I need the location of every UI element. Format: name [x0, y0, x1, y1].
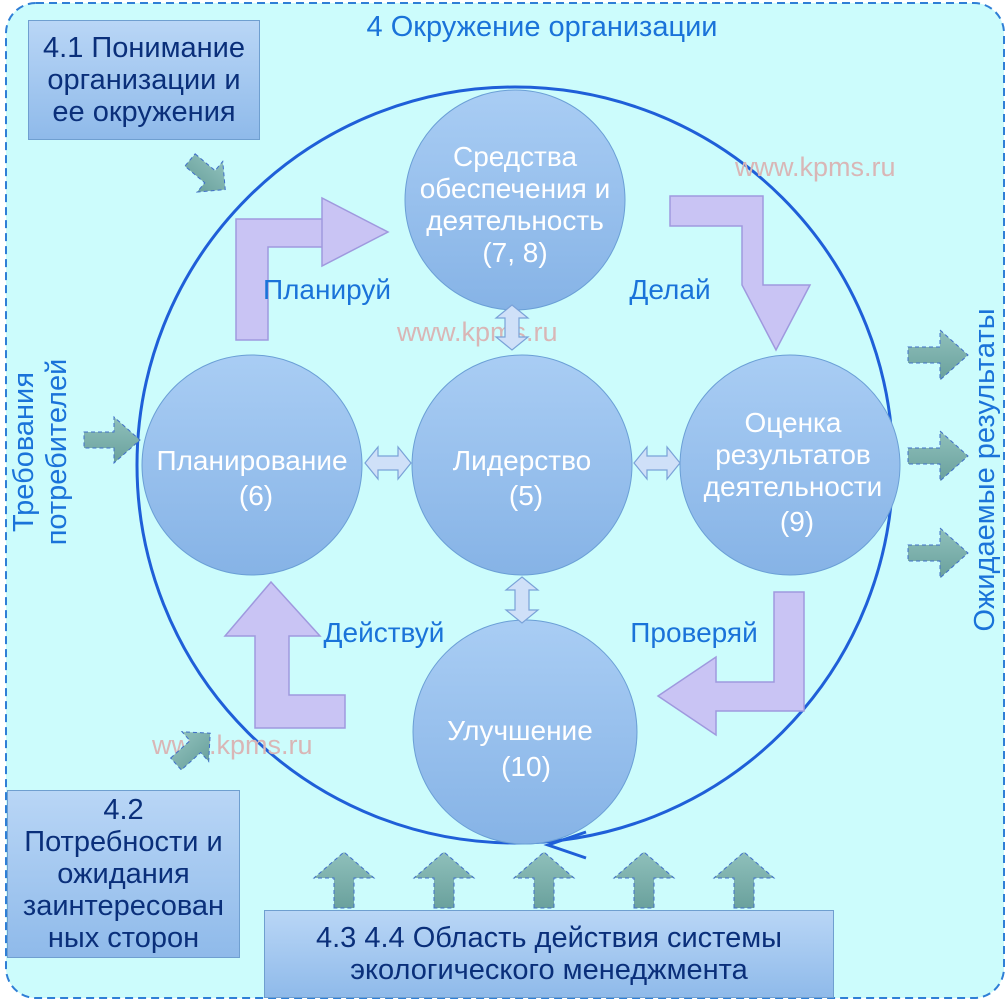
expected-results-label: Ожидаемые результаты: [969, 308, 1001, 631]
customer-requirements-label: Требования: [8, 372, 40, 532]
scope-arrow: [412, 851, 476, 909]
scope-text: экологического менеджмента: [350, 954, 748, 986]
understanding-text: 4.1 Понимание: [43, 32, 245, 64]
evaluation-text: деятельности: [704, 471, 883, 502]
act-label: Действуй: [324, 617, 445, 648]
scope-arrow: [712, 851, 776, 909]
evaluation-text: (9): [780, 506, 814, 537]
double-arrow-vertical: [504, 576, 540, 624]
scope-arrows: [312, 851, 776, 909]
planning-text: (6): [239, 480, 273, 511]
support-text: деятельность: [426, 205, 604, 236]
check-label: Проверяй: [630, 617, 757, 648]
support-text: Средства: [453, 141, 577, 172]
understanding-text: организации и: [47, 64, 241, 96]
scope-arrow: [612, 851, 676, 909]
do-arrow: [669, 195, 812, 352]
check-arrow: [656, 591, 805, 737]
stakeholder-arrow: [169, 731, 211, 771]
cycle-arrowhead: [543, 830, 587, 860]
needs-text: ожидания: [57, 858, 190, 890]
support-text: (7, 8): [482, 237, 547, 268]
scope-arrow: [312, 851, 376, 909]
leadership-text: (5): [509, 480, 543, 511]
planning-text: Планирование: [156, 445, 347, 476]
evaluation-circle: [679, 354, 901, 576]
output-arrow: [907, 526, 969, 580]
leadership-circle: [411, 354, 633, 576]
do-label: Делай: [629, 274, 710, 305]
watermark: www.kpms.ru: [734, 152, 896, 182]
plan-label: Планируй: [263, 274, 391, 305]
needs-text: 4.2: [103, 794, 144, 826]
evaluation-text: результатов: [715, 439, 871, 470]
double-arrow-horizontal: [364, 445, 412, 481]
double-arrow-horizontal: [633, 445, 681, 481]
input-arrow: [83, 415, 141, 465]
scope-text: 4.3 4.4 Область действия системы: [315, 922, 783, 954]
needs-text: ных сторон: [47, 922, 200, 954]
improvement-text: (10): [501, 751, 551, 782]
double-arrow-vertical: [494, 304, 530, 351]
support-text: обеспечения и: [420, 173, 611, 204]
output-arrow: [907, 429, 969, 483]
understanding-text: ее окружения: [52, 96, 236, 128]
act-arrow: [223, 580, 346, 729]
watermark: www.kpms.ru: [396, 317, 558, 347]
plan-arrow: [235, 196, 390, 341]
evaluation-text: Оценка: [745, 407, 842, 438]
planning-circle: [141, 354, 363, 576]
environment-title: 4 Окружение организации: [367, 11, 718, 43]
needs-text: Потребности и: [24, 826, 223, 858]
scope-arrow: [512, 851, 576, 909]
output-arrow: [907, 328, 969, 382]
improvement-text: Улучшение: [447, 715, 593, 746]
understanding-box: 4.1 Понимание организации и ее окружения: [28, 20, 260, 140]
leadership-text: Лидерство: [453, 445, 591, 476]
scope-box: 4.3 4.4 Область действия системы экологи…: [264, 910, 834, 998]
customer-requirements-label: потребителей: [41, 359, 73, 546]
needs-text: заинтересован: [22, 890, 225, 922]
needs-box: 4.2 Потребности и ожидания заинтересован…: [7, 790, 240, 958]
context-arrow: [184, 153, 226, 193]
